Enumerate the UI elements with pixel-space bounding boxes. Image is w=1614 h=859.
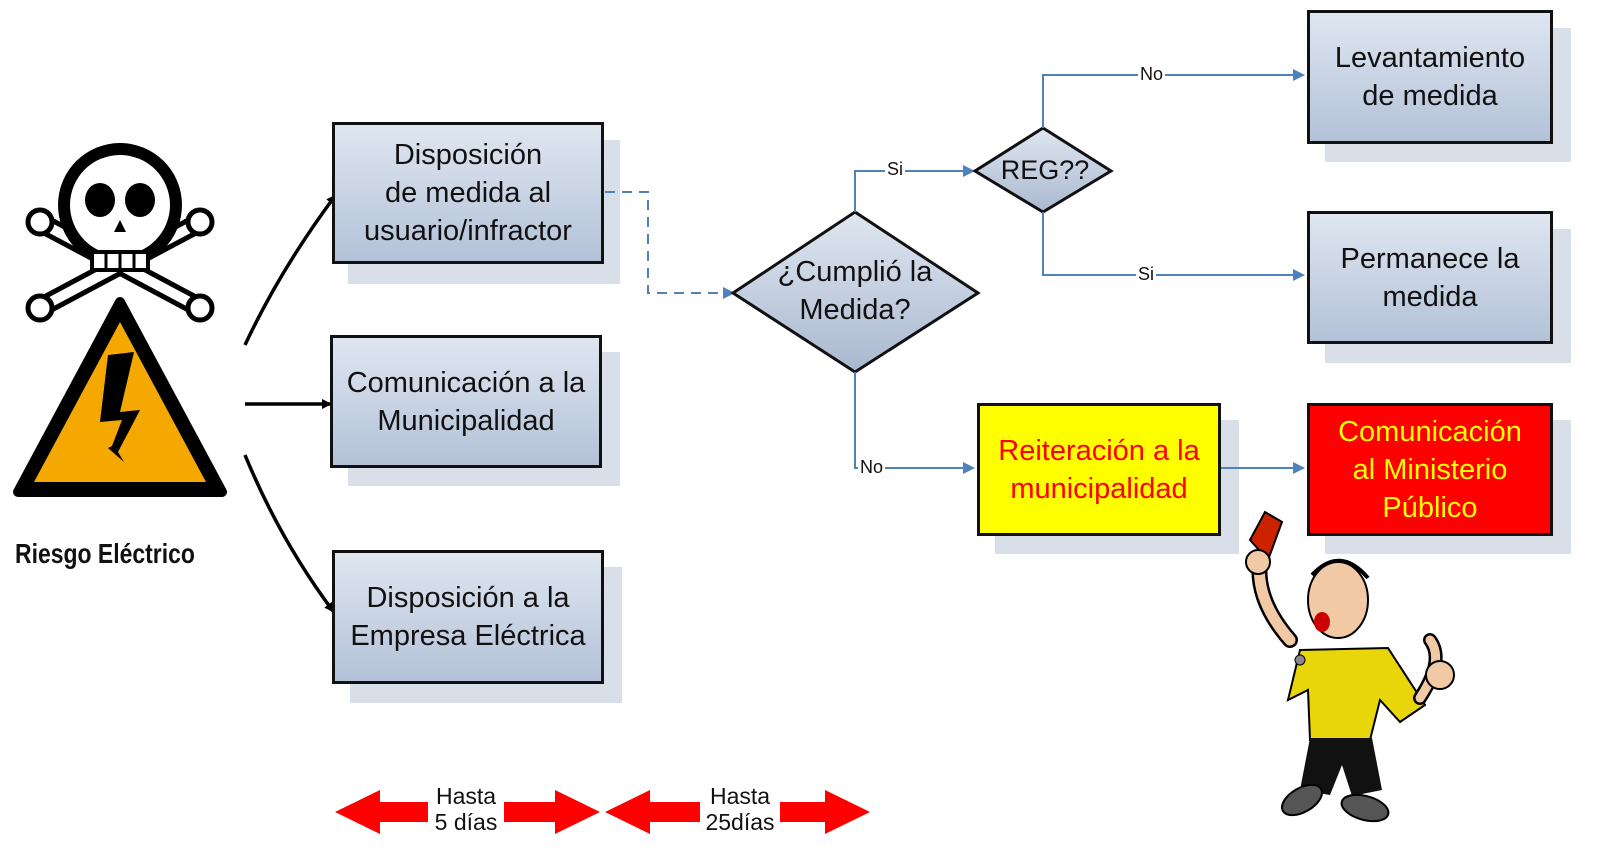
connector-no-levantamiento xyxy=(1042,69,1305,128)
box-disposicion-usuario: Disposición de medida al usuario/infract… xyxy=(332,122,604,264)
box-comunicacion-municipalidad: Comunicación a la Municipalidad xyxy=(330,335,602,468)
decision-cumplio-text: ¿Cumplió la Medida? xyxy=(777,256,933,326)
connector-no-reiteracion xyxy=(854,372,975,474)
connector-si-permanece xyxy=(1042,212,1305,281)
box-ministerio-text: Comunicación al Ministerio Público xyxy=(1338,415,1522,524)
edge-label-no-bottom: No xyxy=(858,457,886,478)
box-disposicion-usuario-text: Disposición de medida al usuario/infract… xyxy=(364,139,572,247)
arrow-to-disposicion xyxy=(243,194,337,346)
skull-crossbones-icon xyxy=(25,143,215,323)
timeline-label-25-dias: Hasta 25días xyxy=(700,783,780,835)
box-disposicion-empresa-text: Disposición a la Empresa Eléctrica xyxy=(350,582,586,652)
decision-reg-text: REG?? xyxy=(1000,155,1090,185)
box-disposicion-empresa: Disposición a la Empresa Eléctrica xyxy=(332,550,604,684)
edge-label-si-reg: Si xyxy=(1136,264,1157,285)
timeline-arrows xyxy=(335,790,870,834)
timeline-label-5-dias: Hasta 5 días xyxy=(428,783,504,835)
edge-label-no-reg: No xyxy=(1138,64,1166,85)
box-reiteracion-text: Reiteración a la municipalidad xyxy=(998,434,1200,505)
connector-si-reg xyxy=(854,165,975,212)
edge-label-si-top: Si xyxy=(885,159,906,180)
dashed-to-decision xyxy=(605,191,735,299)
risk-label: Riesgo Eléctrico xyxy=(15,538,195,569)
box-levantamiento: Levantamiento de medida xyxy=(1307,10,1553,144)
box-permanece: Permanece la medida xyxy=(1307,211,1553,344)
referee-illustration xyxy=(1245,510,1455,823)
arrow-to-empresa xyxy=(243,454,335,613)
box-comunicacion-municipalidad-text: Comunicación a la Municipalidad xyxy=(346,366,586,437)
high-voltage-warning-icon xyxy=(13,297,227,497)
box-levantamiento-text: Levantamiento de medida xyxy=(1334,42,1526,112)
box-permanece-text: Permanece la medida xyxy=(1340,242,1520,313)
box-reiteracion: Reiteración a la municipalidad xyxy=(977,403,1221,536)
box-ministerio: Comunicación al Ministerio Público xyxy=(1307,403,1553,536)
